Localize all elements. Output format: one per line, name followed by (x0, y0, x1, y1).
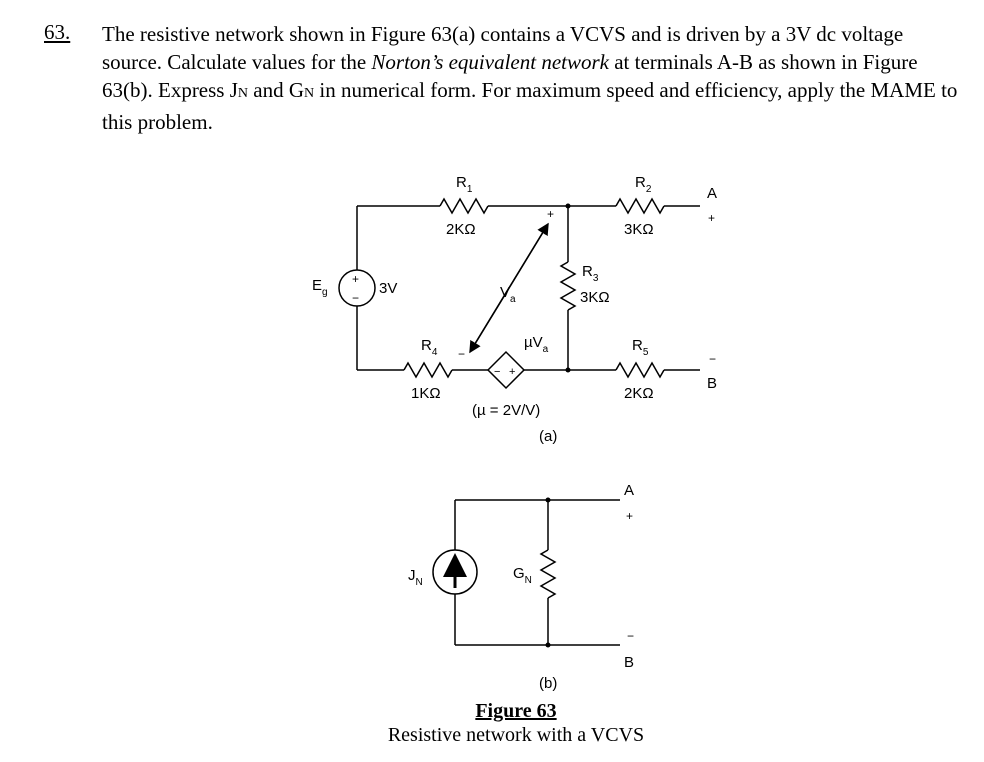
r5-name: R5 (632, 337, 649, 358)
problem-text-part-4: in numerical form. For maximum speed and… (102, 78, 958, 134)
source-minus: − (352, 291, 359, 305)
problem-text-part-2: at terminals A-B as shown in Figure 63(b… (102, 50, 918, 102)
vcvs-label: µVa (524, 334, 549, 355)
terminal-b-label: B (707, 375, 717, 392)
problem-text-italic: Norton’s equivalent network (371, 50, 609, 74)
problem-text: The resistive network shown in Figure 63… (102, 20, 964, 136)
resistor-r1 (439, 197, 489, 215)
r2-name: R2 (635, 174, 652, 195)
r4-value: 1KΩ (411, 385, 441, 402)
jn-label: JN (408, 567, 423, 588)
vcvs-minus: − (494, 366, 500, 378)
source-plus: + (352, 272, 359, 286)
resistor-r5 (615, 361, 665, 379)
terminal-a-label: A (707, 185, 717, 202)
source-value: 3V (379, 280, 397, 297)
b-terminal-b-sign: − (627, 629, 634, 643)
r4-name: R4 (421, 337, 438, 358)
r5-value: 2KΩ (624, 385, 654, 402)
r1-value: 2KΩ (446, 221, 476, 238)
node-dot-b-bottom (545, 642, 551, 648)
problem-number: 63. (44, 20, 71, 44)
vcvs-plus: + (509, 366, 515, 378)
terminal-b-sign: − (709, 352, 716, 366)
r1-name: R1 (456, 174, 473, 195)
figure-b-labels: JN GN A + − B (b) (408, 482, 634, 692)
gn-label: GN (513, 565, 532, 586)
voltage-source-eg (338, 269, 376, 307)
r2-value: 3KΩ (624, 221, 654, 238)
figure-b-caption: (b) (539, 675, 557, 692)
va-plus: + (547, 207, 554, 221)
r3-name: R3 (582, 263, 599, 284)
node-dot-top (565, 203, 571, 209)
b-terminal-a-label: A (624, 482, 634, 499)
va-arrow-tail (469, 223, 549, 354)
resistor-r4 (403, 361, 453, 379)
figure-description: Resistive network with a VCVS (387, 724, 645, 746)
resistor-r2 (615, 197, 665, 215)
vcvs-parameter: (µ = 2V/V) (472, 402, 540, 419)
node-dot-bottom (565, 367, 571, 373)
b-terminal-b-label: B (624, 654, 634, 671)
problem-text-part-1: The resistive network shown in Figure 63… (102, 22, 904, 74)
figure-a-labels: + − Eg 3V R1 2KΩ R2 3KΩ R3 3KΩ R4 1KΩ R5… (312, 174, 717, 445)
b-terminal-a-sign: + (626, 509, 633, 523)
figure-title: Figure 63 (475, 700, 557, 722)
figure-a-circuit (338, 197, 700, 390)
figure-a-caption: (a) (539, 428, 557, 445)
source-name: Eg (312, 277, 328, 298)
terminal-a-sign: + (708, 211, 715, 225)
current-source-jn (432, 549, 478, 595)
problem-text-part-3: and G (248, 78, 305, 102)
va-minus: − (458, 347, 465, 361)
problem-subscript-n1: N (237, 86, 249, 101)
figure-b-circuit (432, 499, 620, 646)
conductance-gn (539, 549, 557, 599)
node-dot-b-top (545, 497, 551, 503)
resistor-r3 (559, 261, 577, 311)
r3-value: 3KΩ (580, 289, 610, 306)
problem-subscript-n2: N (304, 86, 315, 101)
va-label: Va (500, 284, 516, 305)
